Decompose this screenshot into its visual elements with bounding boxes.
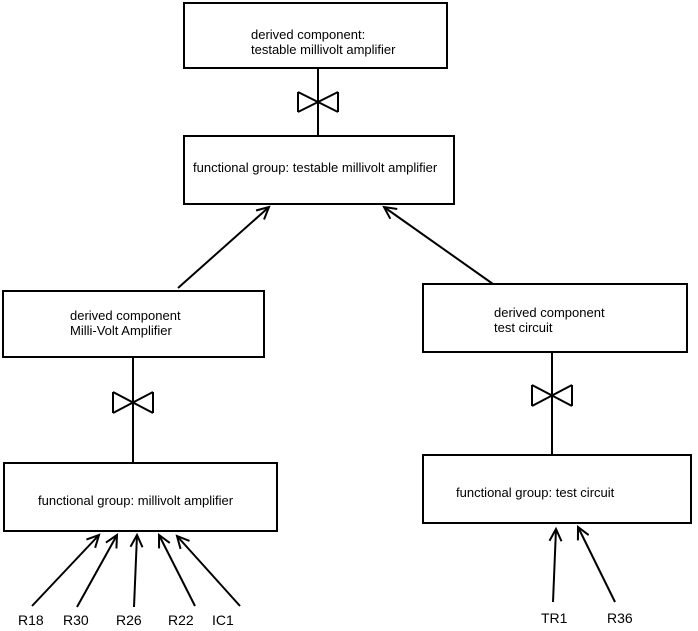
leaf-label-r26: R26 [116, 612, 142, 628]
arrow-r22 [157, 533, 196, 607]
node-text-line1: derived component [494, 305, 605, 320]
arrow-r30 [76, 533, 119, 608]
node-derived-testable-millivolt-amplifier: derived component: testable millivolt am… [183, 2, 448, 69]
node-derived-test-circuit: derived component test circuit [422, 283, 688, 353]
leaf-label-r22: R22 [168, 612, 194, 628]
node-derived-milli-volt-amplifier: derived component Milli-Volt Amplifier [2, 290, 265, 358]
node-functional-group-millivolt-amplifier: functional group: millivolt amplifier [3, 462, 278, 532]
node-text: functional group: testable millivolt amp… [193, 160, 438, 175]
bowtie-icon-right [531, 384, 573, 407]
arrow-r36 [576, 524, 616, 603]
arrow-right-derived-to-mid [382, 205, 494, 285]
node-text: functional group: millivolt amplifier [38, 493, 234, 508]
node-text-line2: Milli-Volt Amplifier [70, 323, 172, 338]
node-text-line2: test circuit [494, 320, 553, 335]
leaf-label-tr1: TR1 [541, 610, 568, 626]
arrow-r18 [31, 533, 101, 607]
leaf-label-r30: R30 [63, 612, 89, 628]
bowtie-icon-top [297, 91, 339, 113]
node-functional-group-test-circuit: functional group: test circuit [422, 454, 692, 524]
arrow-r26 [129, 532, 144, 608]
arrow-tr1 [548, 526, 563, 603]
leaf-label-ic1: IC1 [212, 612, 234, 628]
node-functional-group-testable-millivolt-amplifier: functional group: testable millivolt amp… [183, 135, 455, 205]
bowtie-icon-left [112, 391, 154, 414]
node-text-line2: testable millivolt amplifier [251, 42, 396, 57]
node-text: functional group: test circuit [456, 485, 615, 500]
leaf-label-r18: R18 [18, 612, 44, 628]
arrow-ic1 [175, 534, 241, 607]
node-text-line1: derived component [70, 308, 181, 323]
node-text-line1: derived component: [251, 27, 366, 42]
leaf-label-r36: R36 [607, 610, 633, 626]
arrow-left-derived-to-mid [177, 205, 271, 289]
